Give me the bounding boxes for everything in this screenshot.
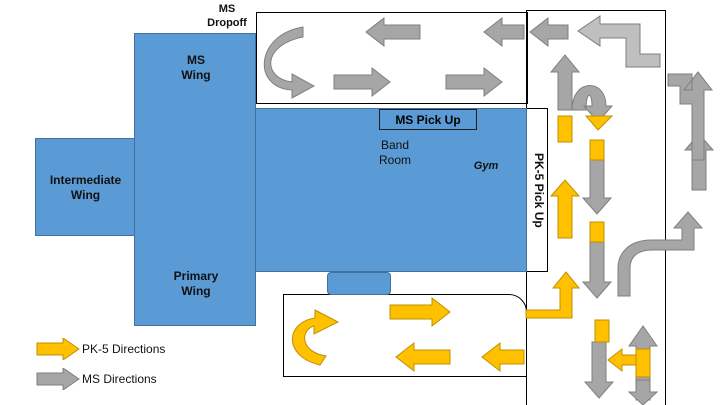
intermediate-wing-building	[35, 138, 136, 236]
pk5-bottom-segment	[635, 348, 651, 378]
ms-legend-label: MS Directions	[82, 372, 157, 386]
band-room-label: Band Room	[378, 138, 411, 167]
ms-legend-arrow-icon	[36, 368, 80, 390]
pk5-lane-segment-3	[589, 221, 605, 243]
gym-label: Gym	[473, 160, 499, 172]
ms-curve-down-arrow	[571, 85, 614, 123]
primary-wing-label: Primary Wing	[173, 269, 219, 298]
ms-down-arrow-1	[581, 159, 613, 215]
pk5-lane-segment-4	[594, 319, 610, 343]
pk5-bent-up-arrow	[525, 271, 581, 319]
ms-dropoff-lot	[256, 12, 528, 104]
intermediate-wing-label: Intermediate Wing	[49, 173, 122, 202]
pk5-left-arrow-2	[481, 341, 525, 373]
pk5-lane-segment-2	[589, 139, 605, 161]
ms-primary-wing-building	[134, 33, 256, 326]
pk5-up-arrow-pickup	[549, 179, 581, 239]
ms-down-arrow-2	[581, 241, 613, 299]
gym-band-building	[255, 108, 527, 272]
pk5-lane-segment-1	[557, 115, 573, 143]
ms-dropoff-label: MS Dropoff	[207, 3, 247, 29]
ms-down-arrow-3	[583, 341, 615, 399]
pk5-lane-down-segment	[584, 115, 614, 131]
pk5-left-arrow-1	[395, 341, 451, 373]
ms-uturn-arrow	[264, 26, 316, 99]
ms-pickup-label: MS Pick Up	[379, 109, 477, 130]
pk5-pickup-label: PK-5 Pick Up	[532, 152, 546, 228]
ms-right-arrow-2	[445, 66, 503, 98]
ms-left-arrow-1	[365, 16, 421, 48]
pk5-uturn-arrow	[292, 309, 340, 366]
ms-down-arrow-4	[627, 379, 659, 405]
pk5-left-arrow-small	[607, 347, 637, 373]
ms-left-arrow-2	[483, 16, 525, 48]
ms-left-arrow-3	[529, 16, 569, 48]
pk5-legend-arrow-icon	[36, 338, 80, 360]
ms-bent-up-arrow-right	[667, 71, 714, 161]
ms-right-arrow-1	[333, 66, 391, 98]
pk5-legend-label: PK-5 Directions	[82, 342, 166, 356]
ms-wing-label: MS Wing	[181, 53, 211, 82]
pk5-right-arrow	[389, 296, 451, 328]
courtyard-connector	[327, 272, 391, 295]
ms-bent-arrow-top	[577, 15, 661, 68]
pk5-dropoff-lot	[283, 294, 527, 377]
ms-bent-arrow-lower-right	[617, 211, 704, 297]
